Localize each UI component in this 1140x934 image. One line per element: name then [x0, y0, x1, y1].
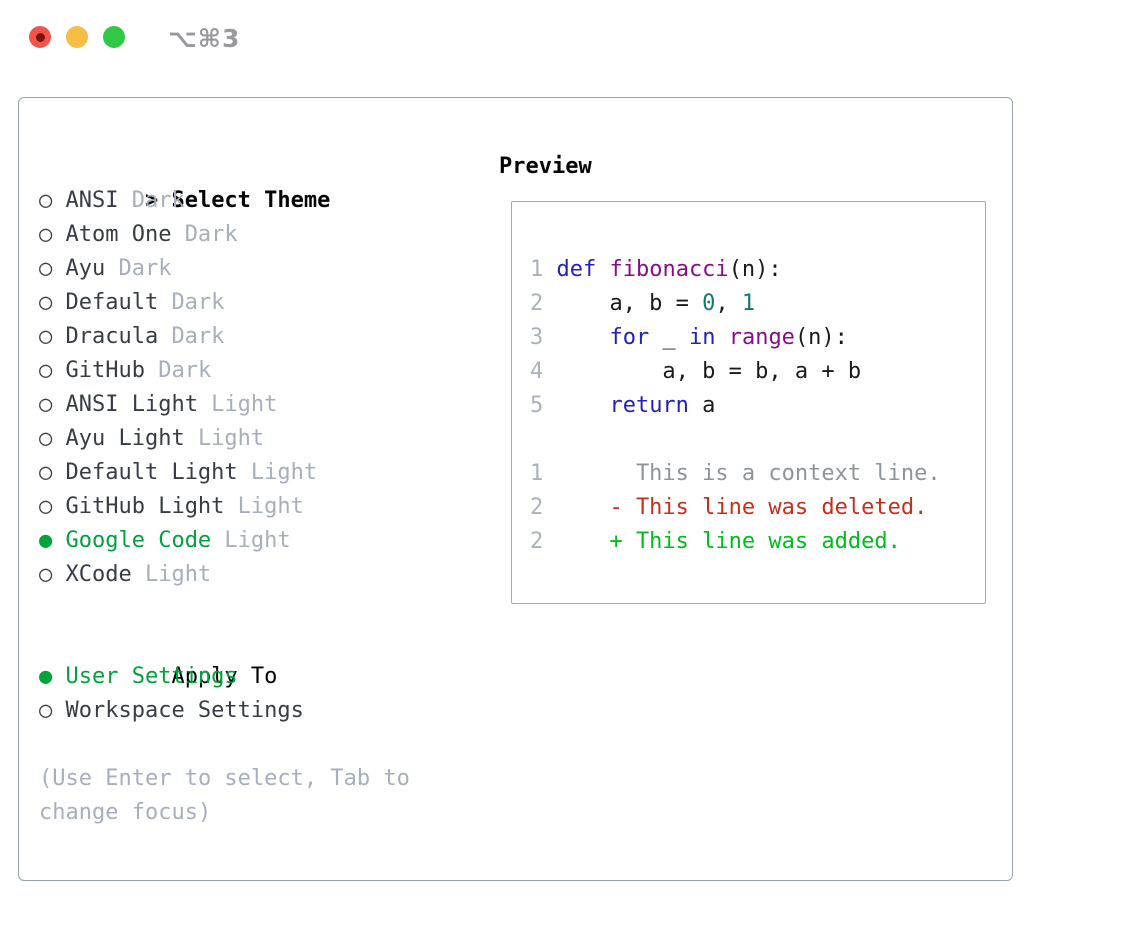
- theme-option[interactable]: ○ Ayu Dark: [39, 252, 410, 286]
- option-variant-label: Dark: [171, 324, 225, 349]
- line-number: 1: [530, 257, 544, 282]
- apply-to-header: Apply To: [39, 626, 410, 689]
- radio-unselected-icon: ○: [39, 222, 53, 247]
- radio-unselected-icon: ○: [39, 460, 53, 485]
- option-variant-label: Light: [197, 426, 265, 451]
- option-variant-label: Dark: [118, 256, 172, 281]
- line-number: 4: [530, 359, 544, 384]
- option-variant-label: Light: [224, 528, 291, 553]
- option-variant-label: Light: [250, 460, 318, 485]
- option-label: Default Light: [65, 460, 238, 485]
- preview-title: Preview: [499, 154, 592, 179]
- option-label: GitHub: [65, 358, 145, 383]
- theme-option[interactable]: ○ Default Light Light: [39, 456, 410, 490]
- option-label: ANSI Light: [65, 392, 198, 417]
- preview-code-line: 4 a, b = b, a + b: [530, 355, 985, 389]
- option-label: ANSI: [65, 188, 119, 213]
- line-number: 2: [530, 291, 544, 316]
- option-label: Ayu Light: [65, 426, 185, 451]
- preview-code-line: 5 return a: [530, 389, 985, 423]
- radio-unselected-icon: ○: [39, 562, 53, 587]
- theme-option[interactable]: ○ XCode Light: [39, 558, 410, 592]
- theme-option[interactable]: ○ GitHub Dark: [39, 354, 410, 388]
- close-button[interactable]: [29, 26, 51, 48]
- option-label: Google Code: [65, 528, 212, 553]
- line-number: 3: [530, 325, 544, 350]
- radio-unselected-icon: ○: [39, 358, 53, 383]
- radio-selected-icon: ●: [39, 528, 53, 553]
- theme-option[interactable]: ○ Default Dark: [39, 286, 410, 320]
- select-theme-header: > Select Theme: [39, 150, 410, 213]
- option-variant-label: Dark: [184, 222, 238, 247]
- spacer: [39, 728, 410, 762]
- preview-code-line: 2 a, b = 0, 1: [530, 287, 985, 321]
- spacer: [39, 592, 410, 626]
- line-number: 2: [530, 529, 544, 554]
- unsaved-changes-dot-icon: [35, 32, 45, 42]
- theme-option[interactable]: ○ Atom One Dark: [39, 218, 410, 252]
- radio-unselected-icon: ○: [39, 392, 53, 417]
- window-titlebar: ⌥⌘3: [0, 0, 1140, 75]
- option-label: Default: [65, 290, 159, 315]
- footer-hint-line-1: (Use Enter to select, Tab to: [39, 766, 410, 791]
- theme-option[interactable]: ○ Ayu Light Light: [39, 422, 410, 456]
- apply-to-option[interactable]: ● User Settings: [39, 660, 410, 694]
- radio-unselected-icon: ○: [39, 290, 53, 315]
- minimize-button[interactable]: [66, 26, 88, 48]
- option-variant-label: Light: [237, 494, 304, 519]
- option-variant-label: Dark: [131, 188, 185, 213]
- radio-unselected-icon: ○: [39, 188, 53, 213]
- apply-to-options-list: ● User Settings ○ Workspace Settings: [39, 660, 410, 728]
- option-label: User Settings: [65, 664, 238, 689]
- footer-hint-line-2: change focus): [39, 800, 212, 825]
- line-number: 2: [530, 495, 544, 520]
- radio-selected-icon: ●: [39, 664, 53, 689]
- option-label: Atom One: [65, 222, 172, 247]
- theme-option[interactable]: ○ ANSI Dark: [39, 184, 410, 218]
- focus-caret-icon: >: [144, 188, 159, 213]
- preview-diff-deleted-line: 2 - This line was deleted.: [530, 491, 985, 525]
- radio-unselected-icon: ○: [39, 256, 53, 281]
- option-label: GitHub Light: [65, 494, 225, 519]
- window-title: ⌥⌘3: [168, 24, 241, 53]
- theme-option[interactable]: ● Google Code Light: [39, 524, 410, 558]
- preview-blank-line: [530, 423, 985, 457]
- option-variant-label: Dark: [158, 358, 212, 383]
- apply-to-label: Apply To: [171, 664, 278, 689]
- preview-diff-context-line: 1 This is a context line.: [530, 457, 985, 491]
- apply-to-option[interactable]: ○ Workspace Settings: [39, 694, 410, 728]
- zoom-button[interactable]: [103, 26, 125, 48]
- preview-code-line: 3 for _ in range(n):: [530, 321, 985, 355]
- line-number: 5: [530, 393, 544, 418]
- preview-diff-added-line: 2 + This line was added.: [530, 525, 985, 559]
- radio-unselected-icon: ○: [39, 494, 53, 519]
- radio-unselected-icon: ○: [39, 426, 53, 451]
- theme-option[interactable]: ○ GitHub Light Light: [39, 490, 410, 524]
- line-number: 1: [530, 461, 544, 486]
- option-label: Workspace Settings: [65, 698, 304, 723]
- theme-option[interactable]: ○ Dracula Dark: [39, 320, 410, 354]
- radio-unselected-icon: ○: [39, 324, 53, 349]
- option-label: XCode: [65, 562, 132, 587]
- radio-unselected-icon: ○: [39, 698, 53, 723]
- option-label: Ayu: [65, 256, 106, 281]
- option-variant-label: Light: [144, 562, 212, 587]
- option-variant-label: Light: [211, 392, 278, 417]
- option-label: Dracula: [65, 324, 159, 349]
- theme-option[interactable]: ○ ANSI Light Light: [39, 388, 410, 422]
- option-variant-label: Dark: [171, 290, 225, 315]
- select-theme-label: Select Theme: [171, 188, 331, 213]
